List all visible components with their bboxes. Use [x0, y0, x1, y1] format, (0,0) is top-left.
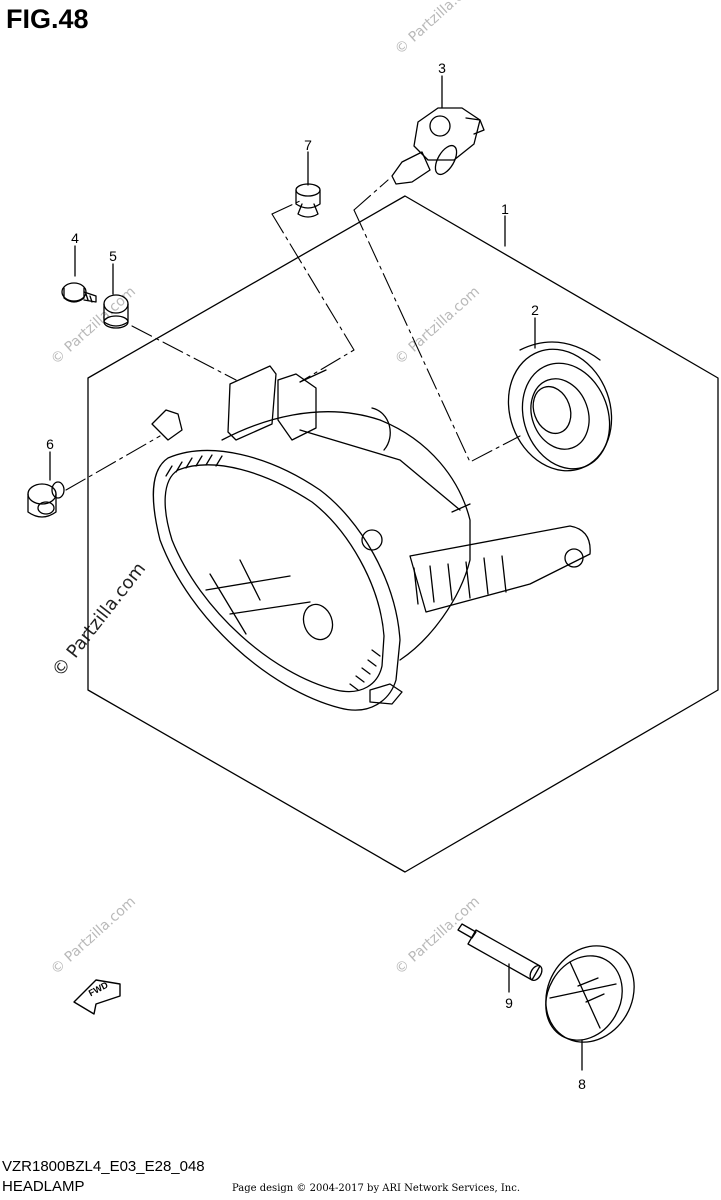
bulb: [391, 107, 485, 185]
callout-1: 1: [501, 201, 509, 217]
figure-title: FIG.48: [6, 4, 89, 34]
callout-2: 2: [531, 302, 539, 318]
callout-6: 6: [46, 436, 54, 452]
rubber-grommet-6: [27, 481, 65, 518]
rubber-grommet: [103, 294, 129, 329]
callout-8: 8: [578, 1076, 586, 1092]
section-name: HEADLAMP: [2, 1178, 85, 1195]
assembly-outline: [87, 195, 719, 873]
cover-cap: [545, 945, 635, 1043]
socket-cover: [507, 341, 613, 472]
callout-5: 5: [109, 248, 117, 264]
model-code: VZR1800BZL4_E03_E28_048: [2, 1158, 205, 1175]
callout-7: 7: [304, 137, 312, 153]
callout-9: 9: [505, 995, 513, 1011]
grommet: [295, 183, 321, 218]
callout-3: 3: [438, 60, 446, 76]
screw: [61, 282, 97, 303]
adjuster-pin: [457, 923, 543, 982]
fwd-arrow-icon: [73, 979, 121, 1015]
copyright-footer: Page design © 2004-2017 by ARI Network S…: [232, 1183, 521, 1194]
headlamp-housing: [151, 365, 591, 711]
callout-4: 4: [71, 230, 79, 246]
